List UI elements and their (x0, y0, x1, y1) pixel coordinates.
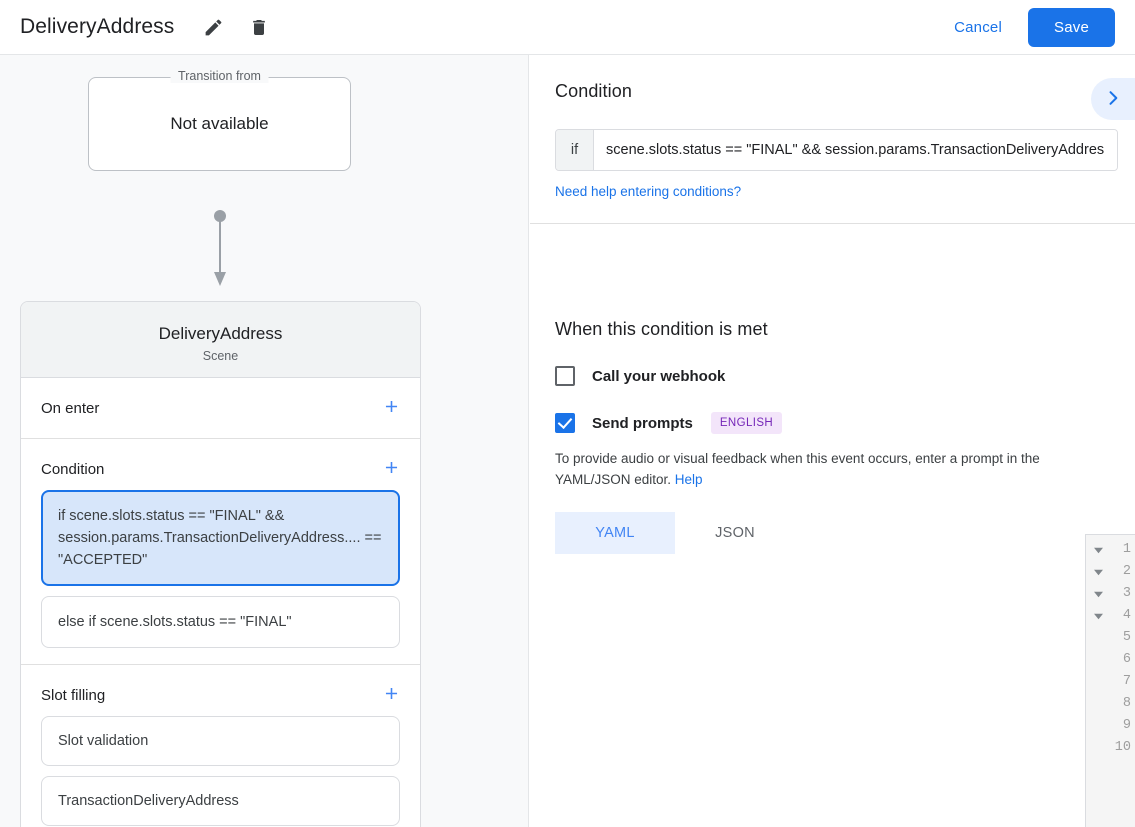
delete-button[interactable] (242, 10, 276, 44)
plus-icon (382, 684, 401, 706)
transition-to-card: Transition to DeliveryAddress Scene On e… (20, 301, 421, 827)
line-number: 7 (1122, 674, 1131, 689)
expand-panel-button[interactable] (1091, 78, 1135, 120)
condition-panel: Condition if scene.slots.status == "FINA… (530, 55, 1135, 224)
fold-spacer (1086, 715, 1110, 737)
page-title: DeliveryAddress (20, 15, 175, 38)
chevron-right-icon (1103, 88, 1123, 111)
on-enter-title: On enter (41, 399, 100, 417)
condition-list: if scene.slots.status == "FINAL" && sess… (21, 490, 420, 664)
prompts-hint-text: To provide audio or visual feedback when… (555, 451, 1040, 487)
call-webhook-row[interactable]: Call your webhook (555, 366, 1110, 386)
fold-spacer (1086, 671, 1110, 693)
line-number: 2 (1122, 564, 1131, 579)
section-condition: Condition if scene.slots.status == "FINA… (21, 439, 420, 665)
help-link[interactable]: Help (674, 472, 703, 487)
condition-title: Condition (41, 460, 105, 478)
slot-item[interactable]: TransactionDeliveryAddress (41, 776, 400, 826)
right-pane: Condition if scene.slots.status == "FINA… (530, 55, 1135, 827)
add-on-enter-button[interactable] (378, 395, 404, 421)
add-slot-filling-button[interactable] (378, 682, 404, 708)
editor-line-numbers: 1 2 3 4 5 6 7 8 9 10 (1110, 535, 1135, 827)
fold-spacer (1086, 627, 1110, 649)
transition-from-value: Not available (170, 114, 269, 133)
top-bar: DeliveryAddress Cancel Save (0, 0, 1135, 55)
condition-item-selected[interactable]: if scene.slots.status == "FINAL" && sess… (41, 490, 400, 586)
need-help-conditions-link[interactable]: Need help entering conditions? (555, 184, 742, 199)
if-label: if (556, 130, 594, 170)
when-condition-met-panel: When this condition is met Call your web… (530, 277, 1135, 554)
transition-connector (204, 210, 236, 288)
condition-expression-input[interactable]: scene.slots.status == "FINAL" && session… (594, 130, 1117, 170)
slot-filling-header: Slot filling (21, 665, 420, 716)
line-number: 5 (1122, 630, 1131, 645)
line-number: 4 (1122, 608, 1131, 623)
transition-to-subtitle: Scene (202, 349, 239, 363)
cancel-button[interactable]: Cancel (942, 10, 1014, 45)
line-number: 8 (1122, 696, 1131, 711)
line-number: 10 (1114, 740, 1131, 755)
transition-to-header: Transition to DeliveryAddress Scene (21, 302, 420, 378)
transition-from-box: Transition from Not available (88, 69, 351, 171)
plus-icon (382, 397, 401, 419)
fold-spacer (1086, 737, 1110, 759)
when-met-heading: When this condition is met (555, 319, 768, 339)
call-webhook-checkbox[interactable] (555, 366, 575, 386)
editor-fold-column (1086, 535, 1110, 827)
fold-arrow-icon[interactable] (1086, 583, 1110, 605)
pencil-icon (203, 17, 224, 38)
trash-icon (249, 17, 269, 38)
add-condition-button[interactable] (378, 456, 404, 482)
condition-item[interactable]: else if scene.slots.status == "FINAL" (41, 596, 400, 648)
line-number: 3 (1122, 586, 1131, 601)
transition-from-legend: Transition from (170, 69, 269, 83)
section-on-enter: On enter (21, 378, 420, 439)
editor-format-tabs: YAML JSON (555, 512, 1110, 554)
slot-filling-list: Slot validation TransactionDeliveryAddre… (21, 716, 420, 827)
save-button[interactable]: Save (1028, 7, 1115, 47)
send-prompts-checkbox[interactable] (555, 413, 575, 433)
slot-validation-item[interactable]: Slot validation (41, 716, 400, 766)
on-enter-header: On enter (21, 378, 420, 438)
prompts-hint: To provide audio or visual feedback when… (555, 448, 1110, 490)
slot-filling-title: Slot filling (41, 686, 106, 704)
condition-if-row: if scene.slots.status == "FINAL" && sess… (555, 129, 1118, 171)
fold-arrow-icon[interactable] (1086, 605, 1110, 627)
content-area: Transition from Not available Transition… (0, 55, 1135, 827)
line-number: 9 (1122, 718, 1131, 733)
condition-panel-heading: Condition (555, 81, 632, 101)
send-prompts-row[interactable]: Send prompts ENGLISH (555, 412, 1110, 434)
plus-icon (382, 458, 401, 480)
call-webhook-label: Call your webhook (592, 367, 726, 385)
fold-arrow-icon[interactable] (1086, 539, 1110, 561)
edit-button[interactable] (196, 10, 230, 44)
tab-yaml[interactable]: YAML (555, 512, 675, 554)
line-number: 6 (1122, 652, 1131, 667)
send-prompts-label: Send prompts (592, 414, 693, 432)
left-pane: Transition from Not available Transition… (0, 55, 529, 827)
fold-spacer (1086, 649, 1110, 671)
language-badge: ENGLISH (710, 412, 783, 434)
transition-to-title: DeliveryAddress (158, 324, 283, 343)
tab-json[interactable]: JSON (675, 512, 795, 554)
section-slot-filling: Slot filling Slot validation Transaction… (21, 665, 420, 827)
fold-spacer (1086, 693, 1110, 715)
condition-header: Condition (21, 439, 420, 490)
fold-arrow-icon[interactable] (1086, 561, 1110, 583)
line-number: 1 (1122, 542, 1131, 557)
